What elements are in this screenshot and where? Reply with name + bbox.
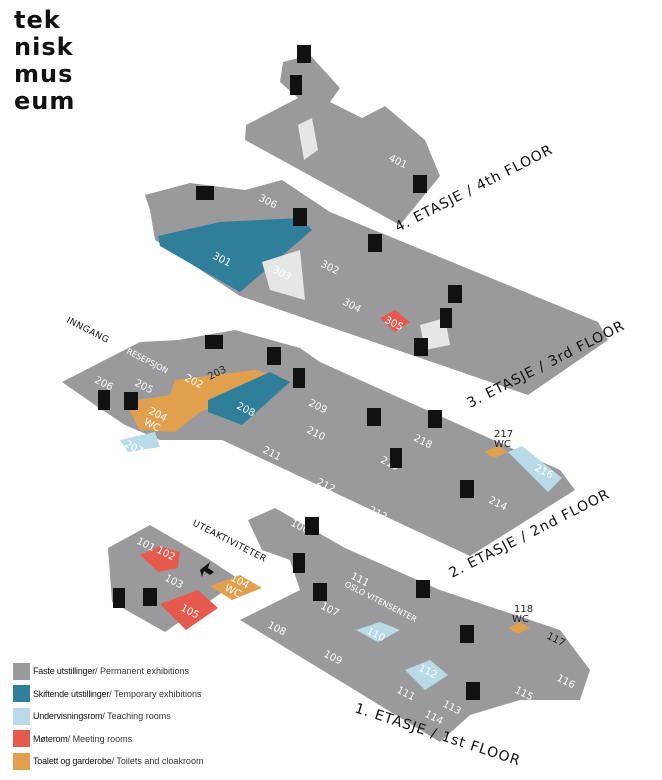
meeting-swatch [13,730,30,748]
elevator-icon[interactable] [113,588,125,608]
temporary-swatch [13,685,30,703]
stairs-icons [98,45,480,700]
legend-item-temporary: Skiftende utstillinger / Temporary exhib… [13,683,203,706]
legend-item-permanent: Faste utstillinger / Permanent exhibitio… [13,660,203,683]
floor-1-main-slab[interactable] [240,508,590,742]
room-104-wc[interactable] [210,575,262,600]
stairs-icon[interactable] [416,580,430,598]
stairs-icon[interactable] [466,682,480,700]
stairs-icon[interactable] [448,285,462,303]
logo: tek nisk mus eum [14,6,75,115]
room-102[interactable] [140,546,180,572]
teaching-swatch [13,707,30,725]
svg-text:118: 118 [514,604,533,615]
legend: Faste utstillinger / Permanent exhibitio… [13,660,203,773]
legend-item-teaching: Undervisningsrom / Teaching rooms [13,705,203,728]
svg-text:WC: WC [494,439,511,450]
room-110[interactable] [356,622,400,642]
stairs-icon[interactable] [297,45,311,63]
elevator-icon[interactable] [290,75,302,95]
floor-4-slab[interactable] [245,55,440,225]
stairs-icon[interactable] [267,347,281,365]
floor-1-annex-slab[interactable] [108,525,240,632]
permanent-swatch [13,662,30,680]
svg-text:nisk: nisk [14,33,74,61]
room-205[interactable] [120,432,160,452]
svg-text:eum: eum [14,87,75,115]
svg-text:mus: mus [14,60,73,88]
wall [298,118,318,160]
elevator-icon[interactable] [98,390,110,410]
stairs-icon[interactable] [414,338,428,356]
room-305[interactable] [380,310,410,332]
room-105[interactable] [160,590,218,630]
room-112[interactable] [405,660,448,690]
elevator-icon[interactable] [390,448,402,468]
elevator-icon[interactable] [293,553,305,573]
toilets-swatch [13,752,30,770]
stairs-icon[interactable] [305,517,319,535]
elevator-icon[interactable] [293,368,305,388]
room-217-wc[interactable] [484,446,508,458]
stairs-icon[interactable] [143,588,157,606]
room-301[interactable] [158,218,312,292]
elevator-icon[interactable] [440,308,452,328]
stairs-icon[interactable] [368,234,382,252]
svg-text:217: 217 [494,429,513,440]
stairs-icon[interactable] [460,480,474,498]
stairs-icon[interactable] [196,186,214,200]
room-118-wc[interactable] [508,622,530,634]
direction-arrow-icon [200,562,214,577]
wall [262,250,305,300]
entrance-label: INNGANG [65,316,111,346]
room-216[interactable] [508,446,562,492]
stairs-icon[interactable] [367,408,381,426]
stairs-icon[interactable] [428,410,442,428]
stairs-icon[interactable] [205,335,223,349]
svg-text:tek: tek [14,6,61,34]
svg-text:WC: WC [512,614,529,625]
legend-item-meeting: Møterom / Meeting rooms [13,728,203,751]
stairs-icon[interactable] [124,392,138,410]
stairs-icon[interactable] [460,625,474,643]
stairs-icon[interactable] [313,583,327,601]
stairs-icon[interactable] [293,208,307,226]
legend-item-toilets: Toalett og garderobe / Toilets and cloak… [13,750,203,773]
room-208[interactable] [208,372,290,425]
stairs-icon[interactable] [413,175,427,193]
